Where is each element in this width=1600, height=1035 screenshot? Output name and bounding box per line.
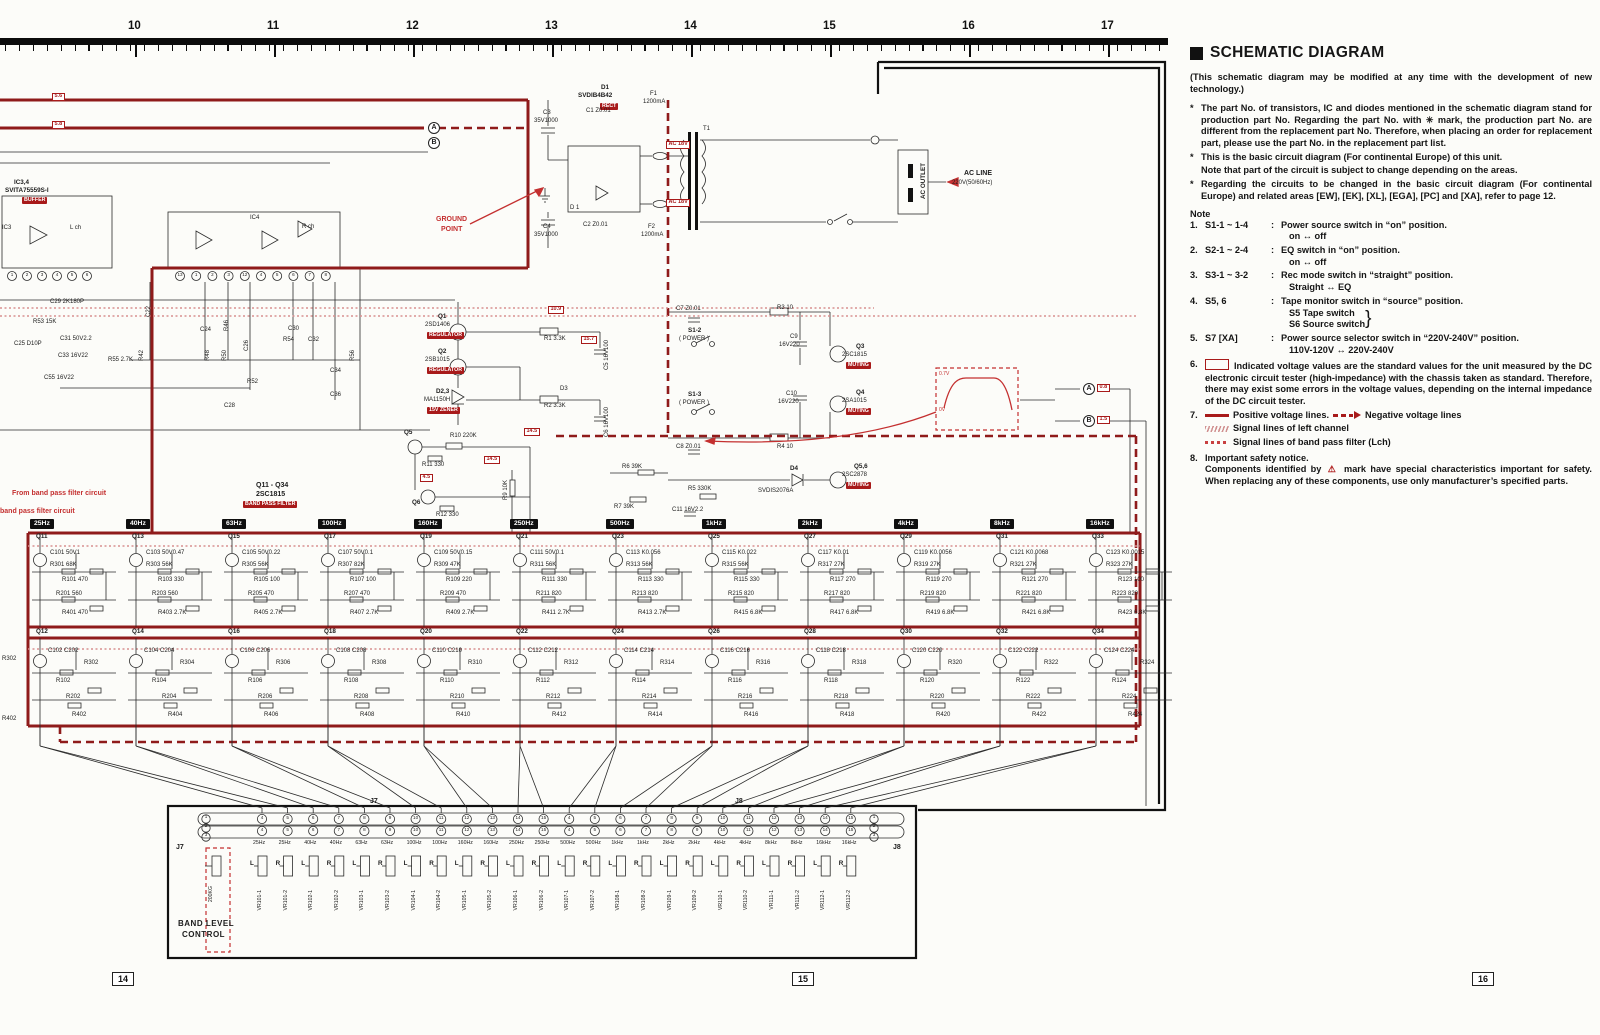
note-item: 3. S3-1 ~ 3-2: Rec mode switch in “straigh… [1190, 270, 1592, 293]
note-part: S2-1 ~ 2-4 [1205, 244, 1249, 255]
positive-line-icon [1205, 413, 1229, 418]
note-part: : [1271, 295, 1275, 306]
red-annotation-lines [469, 177, 1013, 445]
note-part: S7 [XA] [1205, 333, 1238, 344]
panel-title: SCHEMATIC DIAGRAM [1210, 44, 1385, 61]
note-part: Rec mode switch in “straight” position.S… [1281, 270, 1454, 292]
note-text: mark have special characteristics import… [1205, 464, 1592, 486]
note-item: 2. S2-1 ~ 2-4: EQ switch in “on” position.… [1190, 245, 1592, 268]
panel-bullets: * The part No. of transistors, IC and dio… [1190, 103, 1592, 203]
legend-text: Signal lines of left channel [1233, 423, 1349, 434]
black-wires [0, 100, 1147, 839]
frame-lines [166, 60, 1167, 960]
note-part: S3-1 ~ 3-2 [1205, 270, 1249, 281]
warning-triangle-icon: ⚠ [1327, 464, 1338, 475]
note-item-7: 7. Positive voltage lines. Negative volt… [1190, 410, 1592, 451]
ruler-number: 10 [128, 20, 141, 32]
note-list: 1. S1-1 ~ 1-4: Power source switch in “on”… [1190, 220, 1592, 357]
bullet-marker [1190, 165, 1197, 177]
note-part: EQ switch in “on” position.on ↔ off [1281, 244, 1400, 267]
ruler-number: 13 [545, 20, 558, 32]
note-item: 1. S1-1 ~ 1-4: Power source switch in “on”… [1190, 220, 1592, 243]
legend-text: Signal lines of band pass filter (Lch) [1233, 436, 1391, 447]
ruler-number: 17 [1101, 20, 1114, 32]
negative-line-icon [1333, 413, 1353, 418]
ruler-number: 15 [823, 20, 836, 32]
note-part: Tape monitor switch in “source” position… [1281, 295, 1464, 330]
solid-black-shapes [688, 132, 913, 230]
note-text: Components identified by [1205, 464, 1326, 475]
ruler-bar [0, 38, 1168, 45]
bullet-text: Note that part of the circuit is subject… [1201, 165, 1518, 176]
bullet-marker: * [1190, 103, 1194, 113]
note-part: 1. [1190, 219, 1198, 230]
generated-wires [7, 271, 1172, 877]
bullet-text: This is the basic circuit diagram (For c… [1201, 151, 1503, 162]
note-heading: Note [1190, 208, 1211, 219]
ruler-number: 12 [406, 20, 419, 32]
note-number: 7. [1190, 409, 1198, 420]
note-item-6: 6. Indicated voltage values are the stan… [1190, 358, 1592, 408]
note-part: 4. [1190, 295, 1198, 306]
note-item-8: 8. Important safety notice. Components i… [1190, 453, 1592, 488]
note-part: Power source switch in “on” position.on … [1281, 219, 1447, 242]
left-channel-line-icon [1205, 426, 1229, 433]
left-channel-signal-lines [0, 307, 1140, 650]
bullet-text: Regarding the circuits to be changed in … [1201, 179, 1592, 201]
positive-voltage-lines [0, 98, 1142, 728]
bullet-marker: * [1190, 151, 1194, 162]
note-part: S5, 6 [1205, 295, 1227, 306]
page-number: 14 [112, 972, 135, 986]
note-part: 5. [1190, 333, 1198, 344]
note-part: S1-1 ~ 1-4 [1205, 219, 1249, 230]
note-text: Indicated voltage values are the standar… [1205, 360, 1592, 406]
note-part: : [1271, 244, 1275, 255]
note-part: : [1271, 270, 1275, 281]
bpf-line-icon [1205, 441, 1229, 445]
note-part: 2. [1190, 244, 1198, 255]
voltage-box-icon [1205, 358, 1229, 370]
negative-arrow-icon [1354, 411, 1361, 420]
note-part: Power source selector switch in “220V-24… [1281, 333, 1519, 356]
note-number: 6. [1190, 358, 1198, 369]
ruler: 10 11 12 13 14 15 16 17 [0, 14, 1168, 64]
red-dashed-boxes [205, 367, 1019, 953]
note-part: 3. [1190, 270, 1198, 281]
bullet-text: The part No. of transistors, IC and diod… [1201, 103, 1592, 149]
negative-voltage-lines [58, 100, 1138, 744]
page-number: 16 [1472, 972, 1495, 986]
ruler-number: 11 [267, 20, 280, 32]
note-item: 5. S7 [XA]: Power source selector switch i… [1190, 333, 1592, 356]
page-number: 15 [792, 972, 815, 986]
notes-panel: SCHEMATIC DIAGRAM (This schematic diagra… [1190, 44, 1592, 490]
panel-intro: (This schematic diagram may be modified … [1190, 72, 1592, 94]
legend-text: Positive voltage lines. [1233, 409, 1329, 420]
ruler-number: 16 [962, 20, 975, 32]
panel-bullet: Note that part of the circuit is subject… [1190, 165, 1592, 177]
note-number: 8. [1190, 452, 1198, 463]
panel-bullet: * Regarding the circuits to be changed in… [1190, 179, 1592, 202]
note-part: : [1271, 219, 1275, 230]
safety-notice-title: Important safety notice. [1205, 452, 1309, 463]
note-part: : [1271, 333, 1275, 344]
note-item: 4. S5, 6: Tape monitor switch in “source” … [1190, 296, 1592, 332]
legend-text: Negative voltage lines [1365, 409, 1462, 420]
panel-bullet: * This is the basic circuit diagram (For … [1190, 152, 1592, 164]
ruler-number: 14 [684, 20, 697, 32]
black-square-icon [1190, 46, 1203, 60]
panel-bullet: * The part No. of transistors, IC and dio… [1190, 103, 1592, 150]
bullet-marker: * [1190, 179, 1194, 190]
